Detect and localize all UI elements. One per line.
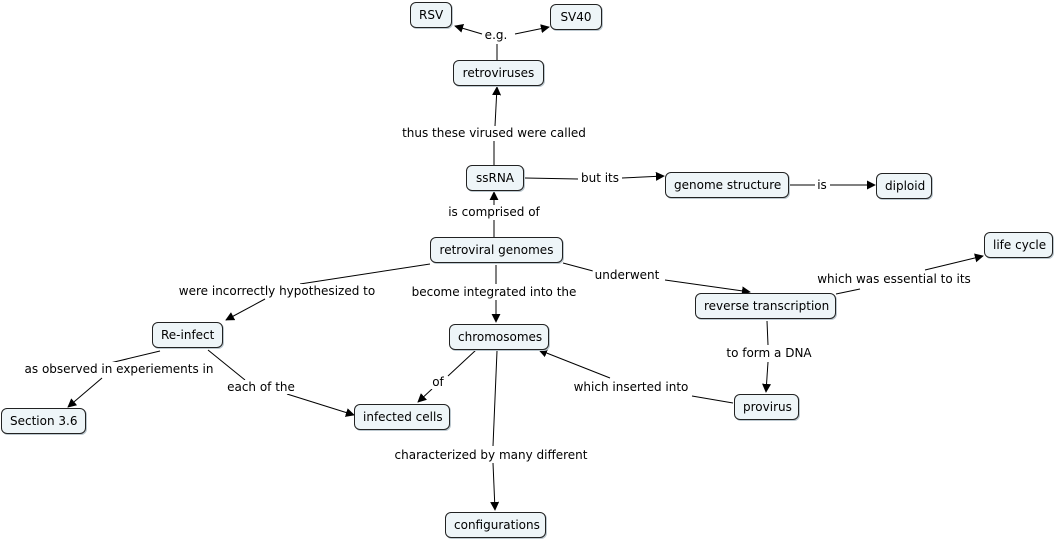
link-label-is: is: [815, 178, 829, 192]
link-label-is-comprised-of: is comprised of: [446, 205, 542, 219]
link-label-essential: which was essential to its: [815, 272, 973, 286]
link-label-underwent: underwent: [592, 268, 662, 282]
link-label-which-inserted: which inserted into: [571, 380, 691, 394]
node-life-cycle[interactable]: life cycle: [984, 232, 1053, 258]
connector-characterized-configurations: [490, 462, 500, 511]
connector-butits-genome: [621, 171, 665, 181]
connector-ssrna-butits: [524, 177, 579, 180]
connector-reinfect-observed: [109, 350, 161, 364]
connector-eg-rsv: [454, 23, 483, 35]
connector-inserted-chromosomes: [538, 348, 611, 379]
node-ssrna[interactable]: ssRNA: [466, 165, 524, 191]
node-provirus[interactable]: provirus: [734, 394, 799, 420]
node-retroviral-genomes[interactable]: retroviral genomes: [430, 237, 563, 263]
link-label-become-integrated: become integrated into the: [409, 285, 579, 299]
connector-thus-retroviruses: [492, 86, 502, 127]
connector-toform-provirus: [762, 361, 772, 393]
connector-eachof-infected: [286, 393, 355, 417]
node-reverse-transcription[interactable]: reverse transcription: [695, 293, 836, 319]
link-label-characterized: characterized by many different: [392, 448, 590, 462]
connector-chromosomes-of: [447, 349, 477, 377]
node-retroviruses[interactable]: retroviruses: [453, 60, 544, 86]
connector-observed-section: [67, 377, 103, 408]
link-label-as-observed: as observed in experiements in: [22, 362, 216, 376]
node-sv40[interactable]: SV40: [550, 4, 602, 30]
connector-genomes-incorrectly: [299, 263, 431, 285]
connector-genomes-underwent: [562, 262, 594, 272]
link-label-thus-called: thus these virused were called: [400, 126, 588, 140]
connector-chromosomes-characterized: [492, 350, 498, 447]
connector-incorrectly-reinfect: [225, 298, 266, 321]
connector-rt-toform: [766, 320, 769, 346]
node-re-infect[interactable]: Re-infect: [152, 322, 223, 348]
node-chromosomes[interactable]: chromosomes: [449, 324, 549, 350]
connector-eg-sv40: [514, 24, 550, 35]
node-configurations[interactable]: configurations: [445, 512, 546, 538]
link-label-of: of: [430, 375, 446, 389]
connector-essential-lifecycle: [924, 253, 984, 271]
link-label-were-incorrectly: were incorrectly hypothesized to: [176, 284, 378, 298]
node-diploid[interactable]: diploid: [876, 173, 932, 199]
link-label-eg: e.g.: [482, 28, 510, 42]
node-section-3-6[interactable]: Section 3.6: [1, 408, 86, 434]
connector-provirus-inserted: [691, 395, 734, 404]
node-rsv[interactable]: RSV: [410, 2, 452, 28]
node-genome-structure[interactable]: genome structure: [665, 172, 789, 198]
link-label-to-form-dna: to form a DNA: [724, 346, 814, 360]
connector-of-infected: [417, 388, 433, 403]
connector-rt-essential: [835, 288, 861, 295]
node-infected-cells[interactable]: infected cells: [354, 404, 450, 430]
connector-reinfect-eachof: [207, 349, 246, 381]
link-label-but-its: but its: [578, 171, 622, 185]
link-label-each-of-the: each of the: [225, 380, 297, 394]
connector-underwent-rt: [664, 279, 751, 296]
